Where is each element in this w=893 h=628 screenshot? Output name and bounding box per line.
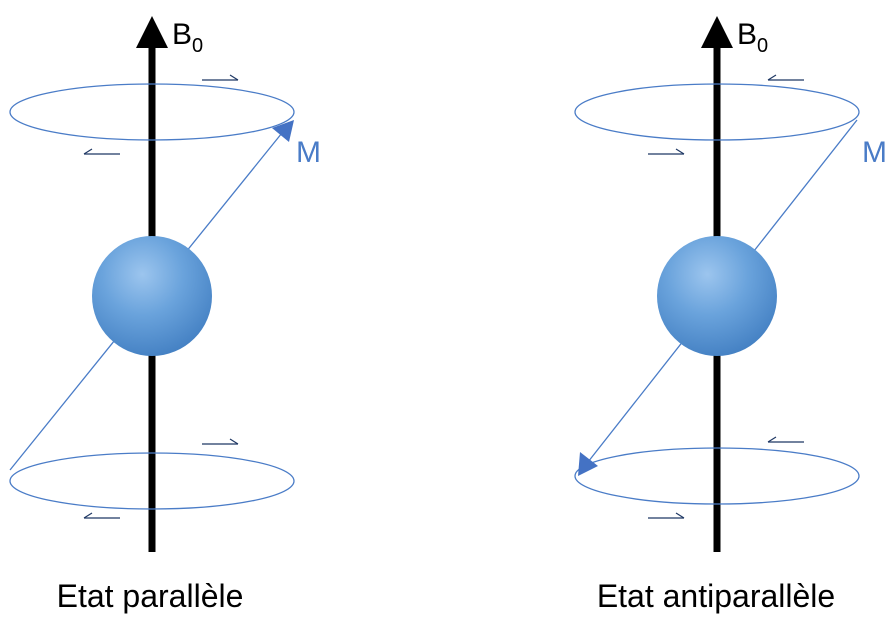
top-orbit-arrow-right-icon bbox=[202, 75, 238, 80]
b0-label: B0 bbox=[172, 18, 203, 57]
nucleus-sphere bbox=[92, 236, 212, 356]
b0-axis-arrowhead bbox=[701, 16, 733, 48]
b0-label: B0 bbox=[737, 18, 768, 57]
b0-axis-arrowhead bbox=[136, 16, 168, 48]
nucleus-sphere bbox=[657, 236, 777, 356]
magnetic-moment-arrowhead bbox=[578, 452, 598, 476]
top-orbit-arrow-left-icon bbox=[84, 149, 120, 154]
panel-antiparallel: B0 M Etat antiparallèle bbox=[575, 16, 887, 614]
top-orbit-arrow-left-icon bbox=[768, 75, 804, 80]
bottom-orbit-arrow-right-icon bbox=[202, 439, 238, 444]
moment-label: M bbox=[296, 136, 321, 169]
caption-antiparallel: Etat antiparallèle bbox=[597, 578, 835, 614]
panel-parallel: B0 M Etat parallèle bbox=[10, 16, 321, 614]
bottom-orbit-arrow-right-icon bbox=[648, 513, 684, 518]
bottom-orbit-arrow-left-icon bbox=[84, 513, 120, 518]
top-orbit-arrow-right-icon bbox=[648, 149, 684, 154]
moment-label: M bbox=[862, 136, 887, 169]
caption-parallel: Etat parallèle bbox=[57, 578, 244, 614]
bottom-orbit-arrow-left-icon bbox=[768, 437, 804, 442]
